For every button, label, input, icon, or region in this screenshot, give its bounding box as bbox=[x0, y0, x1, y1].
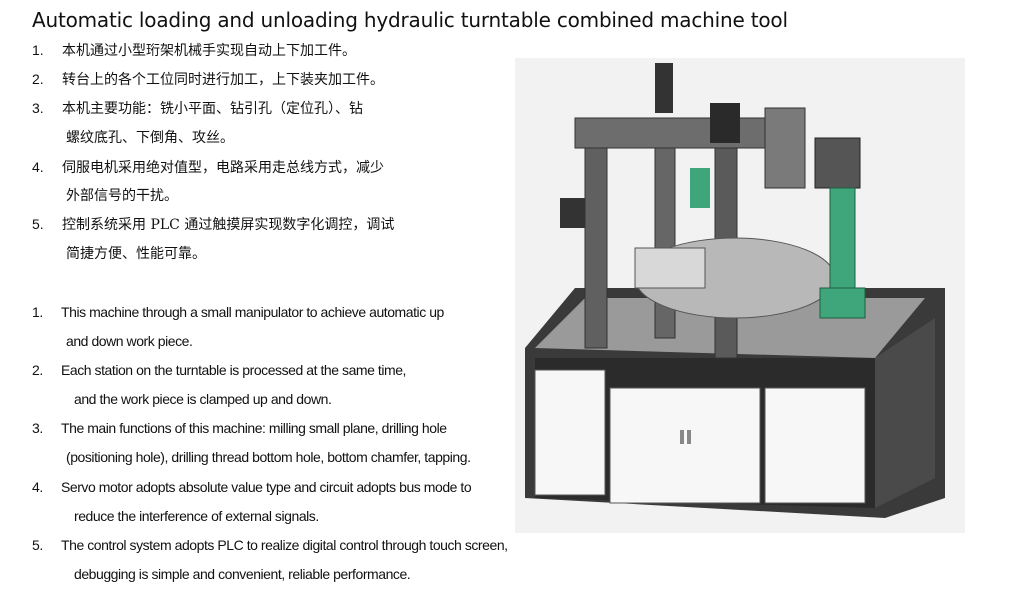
en-item-2-cont: and the work piece is clamped up and dow… bbox=[74, 391, 332, 407]
cn-item-5-cont: 简捷方便、性能可靠。 bbox=[66, 246, 206, 262]
cn-item-4: 4. 伺服电机采用绝对值型，电路采用走总线方式，减少 bbox=[32, 157, 384, 177]
item-number: 3. bbox=[32, 420, 43, 436]
item-number: 4. bbox=[32, 159, 44, 175]
cn-item-3-cont: 螺纹底孔、下倒角、攻丝。 bbox=[66, 130, 234, 146]
en-item-4-cont: reduce the interference of external sign… bbox=[74, 508, 319, 524]
cn-item-1: 1. 本机通过小型珩架机械手实现自动上下加工件。 bbox=[32, 40, 356, 60]
cn-item-2: 2. 转台上的各个工位同时进行加工，上下装夹加工件。 bbox=[32, 69, 384, 89]
item-number: 1. bbox=[32, 304, 43, 320]
item-number: 4. bbox=[32, 479, 43, 495]
item-text: 控制系统采用 PLC 通过触摸屏实现数字化调控，调试 bbox=[62, 217, 395, 233]
item-number: 3. bbox=[32, 100, 44, 116]
machine-illustration bbox=[515, 58, 965, 533]
en-item-5-cont: debugging is simple and convenient, reli… bbox=[74, 566, 411, 582]
item-number: 2. bbox=[32, 71, 44, 87]
item-text: The control system adopts PLC to realize… bbox=[61, 537, 508, 553]
cn-item-4-cont: 外部信号的干扰。 bbox=[66, 188, 178, 204]
en-item-5: 5. The control system adopts PLC to reali… bbox=[32, 537, 508, 553]
item-number: 1. bbox=[32, 42, 44, 58]
en-item-2: 2. Each station on the turntable is proce… bbox=[32, 362, 406, 378]
item-text: Servo motor adopts absolute value type a… bbox=[61, 479, 472, 495]
cn-item-5: 5. 控制系统采用 PLC 通过触摸屏实现数字化调控，调试 bbox=[32, 214, 394, 234]
en-item-3: 3. The main functions of this machine: mi… bbox=[32, 420, 447, 436]
en-item-4: 4. Servo motor adopts absolute value type… bbox=[32, 479, 472, 495]
item-text: This machine through a small manipulator… bbox=[61, 304, 444, 320]
item-text: 伺服电机采用绝对值型，电路采用走总线方式，减少 bbox=[62, 160, 384, 176]
item-text: Each station on the turntable is process… bbox=[61, 362, 406, 378]
en-item-3-cont: (positioning hole), drilling thread bott… bbox=[66, 449, 471, 465]
item-number: 5. bbox=[32, 537, 43, 553]
item-number: 2. bbox=[32, 362, 43, 378]
item-text: 本机主要功能：铣小平面、钻引孔（定位孔）、钻 bbox=[62, 101, 363, 117]
document-title: Automatic loading and unloading hydrauli… bbox=[32, 8, 788, 32]
item-number: 5. bbox=[32, 216, 44, 232]
item-text: 转台上的各个工位同时进行加工，上下装夹加工件。 bbox=[62, 72, 384, 88]
item-text: 本机通过小型珩架机械手实现自动上下加工件。 bbox=[62, 43, 356, 59]
item-text: The main functions of this machine: mill… bbox=[61, 420, 447, 436]
en-item-1-cont: and down work piece. bbox=[66, 333, 193, 349]
en-item-1: 1. This machine through a small manipulat… bbox=[32, 304, 444, 320]
cn-item-3: 3. 本机主要功能：铣小平面、钻引孔（定位孔）、钻 bbox=[32, 98, 363, 118]
